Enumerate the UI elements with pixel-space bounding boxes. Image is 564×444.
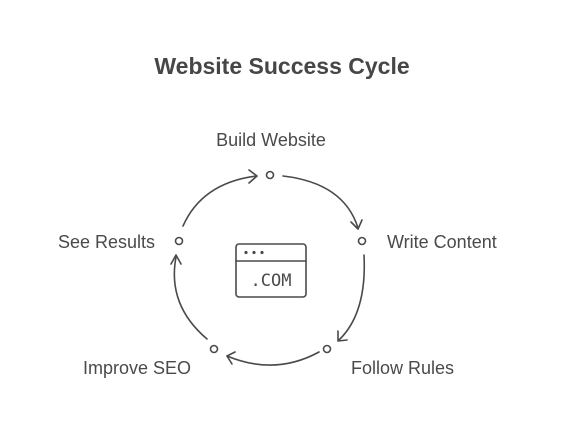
- cycle-arrowhead-3: [226, 351, 236, 365]
- step-label-build-website: Build Website: [216, 130, 326, 150]
- step-label-follow-rules: Follow Rules: [351, 358, 455, 378]
- cycle-arrowhead-5: [248, 169, 258, 184]
- cycle-arrow-4: [173, 256, 208, 340]
- center-icon-text: .COM: [251, 271, 292, 291]
- diagram-title: Website Success Cycle: [154, 53, 410, 79]
- node-write-content: [357, 236, 367, 246]
- browser-window-icon: [235, 243, 307, 298]
- cycle-arrow-1: [282, 175, 359, 229]
- step-label-improve-seo: Improve SEO: [82, 358, 191, 378]
- step-label-write-content: Write Content: [387, 232, 497, 252]
- step-label-see-results: See Results: [57, 232, 155, 252]
- node-follow-rules: [322, 344, 332, 354]
- node-see-results: [174, 236, 184, 246]
- cycle-arrowhead-1: [350, 219, 363, 230]
- node-build-website: [265, 170, 275, 180]
- cycle-arrow-5: [182, 175, 257, 227]
- browser-dots-icon: [244, 250, 264, 255]
- cycle-arrow-3: [226, 351, 320, 366]
- cycle-arrowhead-2: [337, 330, 348, 342]
- node-improve-seo: [209, 344, 219, 354]
- cycle-arrow-2: [338, 254, 366, 341]
- cycle-arrowhead-4: [170, 254, 182, 265]
